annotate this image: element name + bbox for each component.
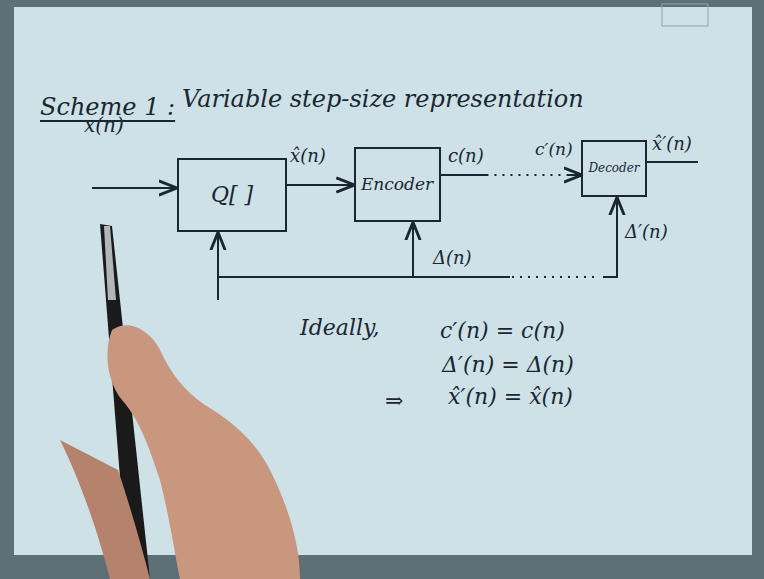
note-label: x̂′(n) (652, 134, 692, 155)
note-label: c′(n) = c(n) (440, 318, 565, 343)
step-size-wire (217, 234, 219, 300)
box-text: Q[ ] (211, 182, 253, 207)
note-label: Variable step-size representation (182, 86, 584, 114)
box-text: Decoder (588, 162, 639, 176)
note-label: x(n) (84, 114, 124, 137)
process-box: Q[ ] (177, 158, 287, 232)
note-label: ⇒ (385, 388, 403, 413)
note-label: Δ(n) (433, 248, 472, 269)
output-wire (646, 161, 698, 163)
note-label: x̂′(n) = x̂(n) (448, 384, 573, 409)
finger (60, 440, 150, 579)
channel-dots (512, 276, 600, 278)
pen-tip (104, 226, 116, 300)
note-label: Δ′(n) = Δ(n) (442, 352, 574, 377)
signal-label: c(n) (448, 146, 484, 167)
step-size-wire (603, 199, 617, 277)
step-size-wire (218, 276, 510, 278)
signal-arrow (441, 174, 581, 176)
corner-stamp (662, 4, 708, 26)
signal-arrow (287, 184, 353, 186)
input-wire (92, 187, 175, 189)
process-box: Decoder (581, 140, 647, 197)
signal-label: x̂(n) (290, 146, 326, 167)
note-label: Ideally, (300, 315, 379, 340)
box-text: Encoder (361, 175, 433, 195)
note-label: c′(n) (535, 140, 573, 160)
note-label: Δ′(n) (625, 222, 668, 243)
process-box: Encoder (354, 147, 441, 222)
step-size-wire (412, 224, 414, 277)
